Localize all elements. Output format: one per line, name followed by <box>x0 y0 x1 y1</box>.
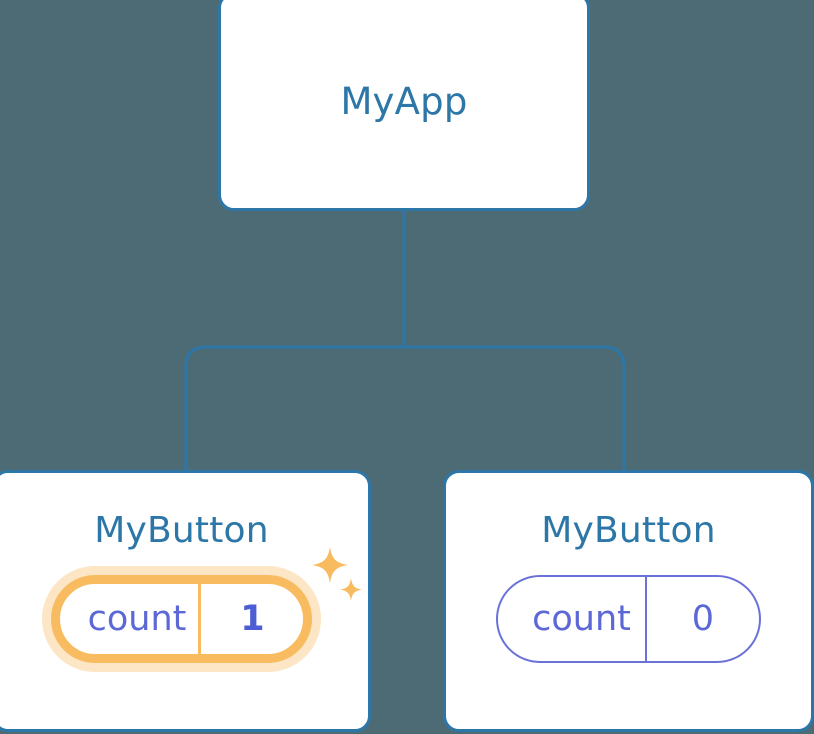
sparkle-large-icon <box>312 547 349 583</box>
connector-branch-right <box>404 345 626 470</box>
connector-branch-left <box>184 345 404 470</box>
state-pill-divider-right <box>644 577 647 661</box>
state-pill-divider-left <box>198 584 202 654</box>
sparkle-small-icon <box>340 578 363 601</box>
state-key-left: count <box>87 598 187 639</box>
node-myapp-title: MyApp <box>340 80 468 123</box>
state-pill-right[interactable]: count 0 <box>496 575 761 663</box>
state-key-right: count <box>532 598 631 639</box>
sparkle-group-icon <box>312 547 363 601</box>
node-myapp[interactable]: MyApp <box>218 0 590 211</box>
state-pill-left-wrap: count 1 <box>50 547 363 663</box>
state-pill-right-wrap: count 0 <box>496 575 761 663</box>
state-pill-left[interactable]: count 1 <box>50 575 313 663</box>
node-mybutton-left[interactable]: MyButton count 1 <box>0 470 371 732</box>
state-value-right: 0 <box>691 598 715 639</box>
state-value-left: 1 <box>240 598 265 639</box>
node-mybutton-right-title: MyButton <box>541 510 716 551</box>
node-mybutton-right[interactable]: MyButton count 0 <box>443 470 814 732</box>
node-mybutton-left-title: MyButton <box>94 510 269 551</box>
